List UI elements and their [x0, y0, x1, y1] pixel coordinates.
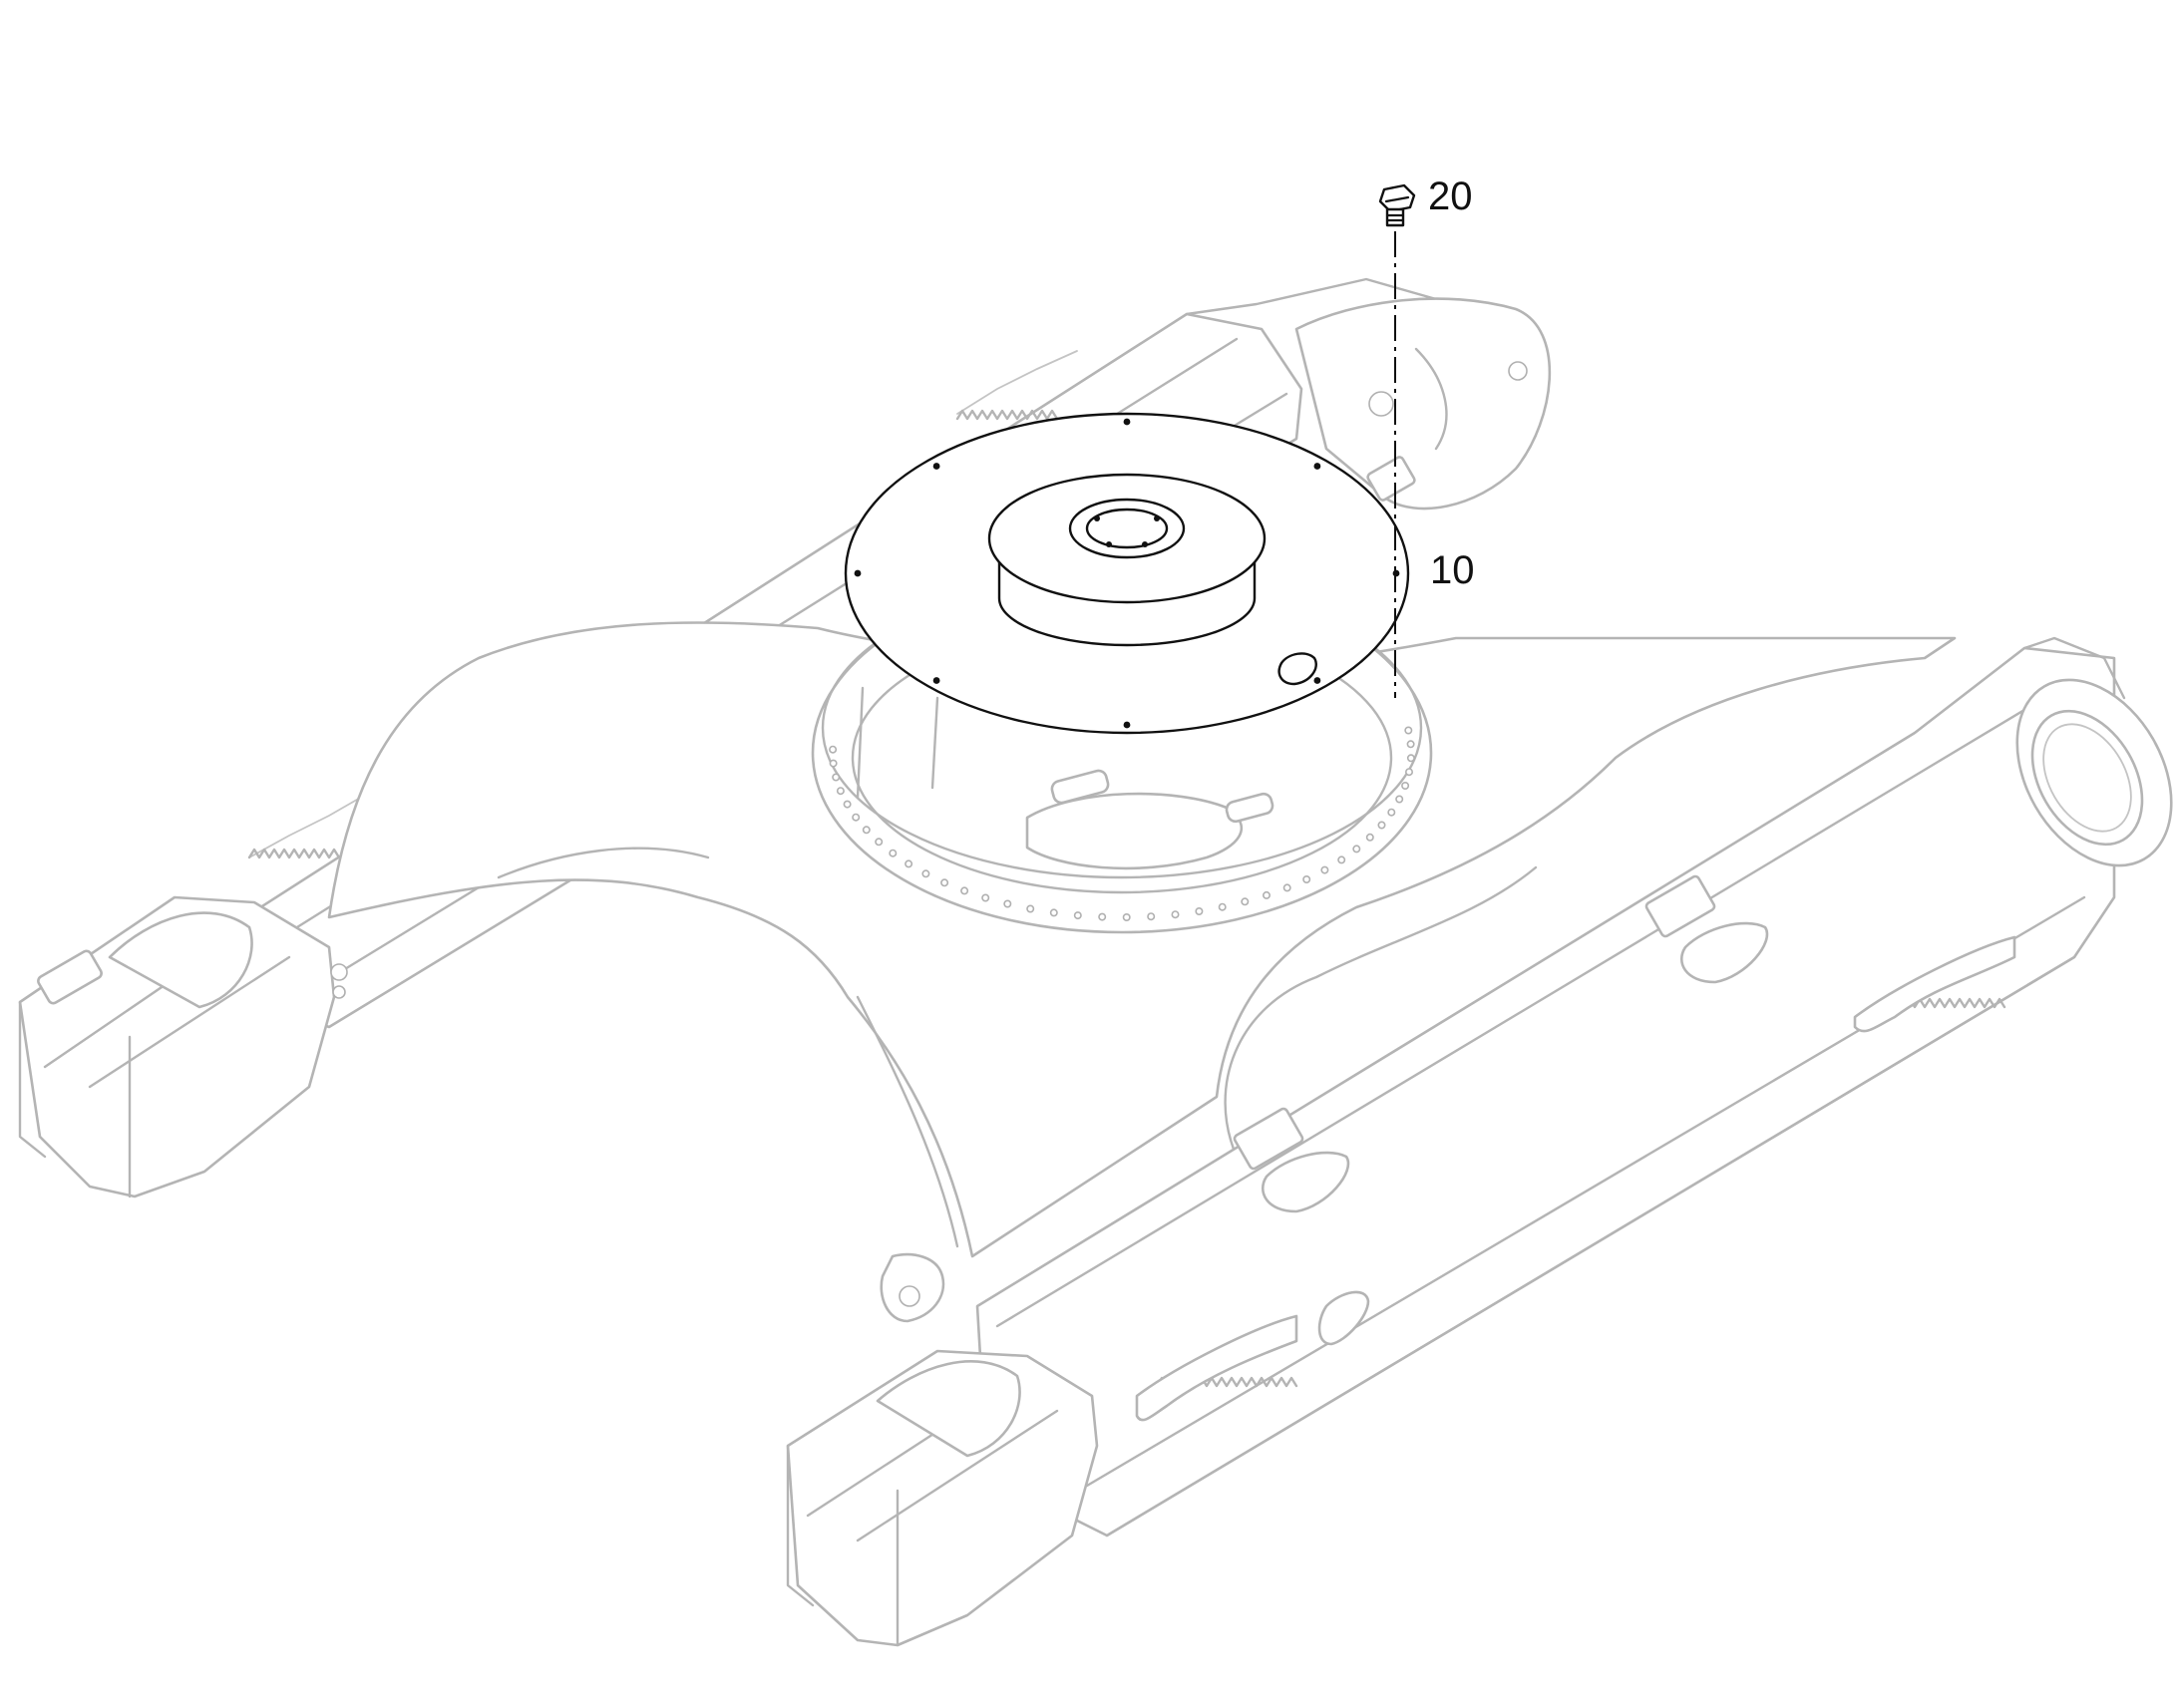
bolt-icon[interactable] — [1378, 183, 1416, 227]
ring-bolt-hole — [1218, 902, 1227, 911]
ring-bolt-hole — [981, 893, 990, 902]
ring-bolt-hole — [1073, 911, 1082, 920]
ring-bolt-hole — [1320, 865, 1329, 874]
ring-bolt-hole — [1049, 908, 1058, 917]
ring-bolt-hole — [921, 869, 930, 878]
ring-bolt-hole — [905, 859, 913, 868]
ring-bolt-hole — [1195, 906, 1204, 915]
cover-plate-bolt-hole — [1123, 418, 1131, 426]
ring-bolt-hole — [1241, 897, 1250, 906]
ring-bolt-hole — [1387, 808, 1396, 817]
right-track-frame — [975, 636, 2173, 1537]
cover-plate-bolt-hole — [932, 677, 940, 684]
ring-bolt-hole — [1263, 890, 1272, 899]
ring-bolt-hole — [940, 878, 949, 887]
ring-bolt-hole — [1404, 726, 1413, 735]
cover-plate-bolt-hole — [932, 463, 940, 470]
ring-bolt-hole — [1395, 795, 1404, 804]
ring-bolt-hole — [1405, 768, 1414, 777]
ring-bolt-hole — [889, 849, 898, 857]
ring-bolt-hole — [1147, 912, 1156, 921]
center-body — [327, 621, 1957, 1258]
ring-bolt-hole — [1098, 912, 1107, 921]
ring-bolt-hole — [1365, 833, 1374, 842]
ring-bolt-hole — [1026, 904, 1035, 913]
ring-bolt-hole — [960, 886, 969, 895]
cover-plate-bolt-hole — [1313, 677, 1321, 684]
ring-bolt-hole — [843, 800, 852, 809]
cover-plate-bolt-hole — [1313, 463, 1321, 470]
ring-bolt-hole — [852, 813, 861, 822]
ring-bolt-hole — [1171, 910, 1180, 919]
ring-bolt-hole — [1282, 883, 1291, 892]
ring-bolt-hole — [1003, 899, 1012, 908]
cover-plate-bolt-hole — [1123, 721, 1131, 729]
ring-bolt-hole — [832, 773, 841, 782]
ring-bolt-hole — [1122, 912, 1131, 921]
cover-plate-bolt-hole — [854, 569, 862, 577]
right-front-end — [786, 1252, 1099, 1647]
ring-bolt-hole — [829, 759, 838, 768]
ring-bolt-hole — [1401, 781, 1410, 790]
ring-bolt-hole — [1406, 740, 1415, 749]
ring-bolt-hole — [1352, 845, 1361, 854]
ring-bolt-hole — [862, 826, 871, 835]
callout-10: 10 — [1430, 548, 1475, 592]
callout-20: 20 — [1428, 174, 1473, 218]
ring-bolt-holes — [829, 726, 1415, 921]
ring-bolt-hole — [1302, 874, 1311, 883]
left-front-end — [18, 895, 348, 1198]
ring-bolt-hole — [1406, 754, 1415, 763]
cover-plate-bolt-holes — [854, 418, 1400, 729]
ring-bolt-hole — [829, 745, 838, 754]
ring-bolt-hole — [875, 838, 884, 847]
ring-bolt-hole — [1377, 821, 1386, 830]
ring-bolt-hole — [836, 787, 845, 796]
ring-bolt-hole — [1337, 855, 1346, 864]
cover-plate[interactable] — [844, 412, 1410, 735]
